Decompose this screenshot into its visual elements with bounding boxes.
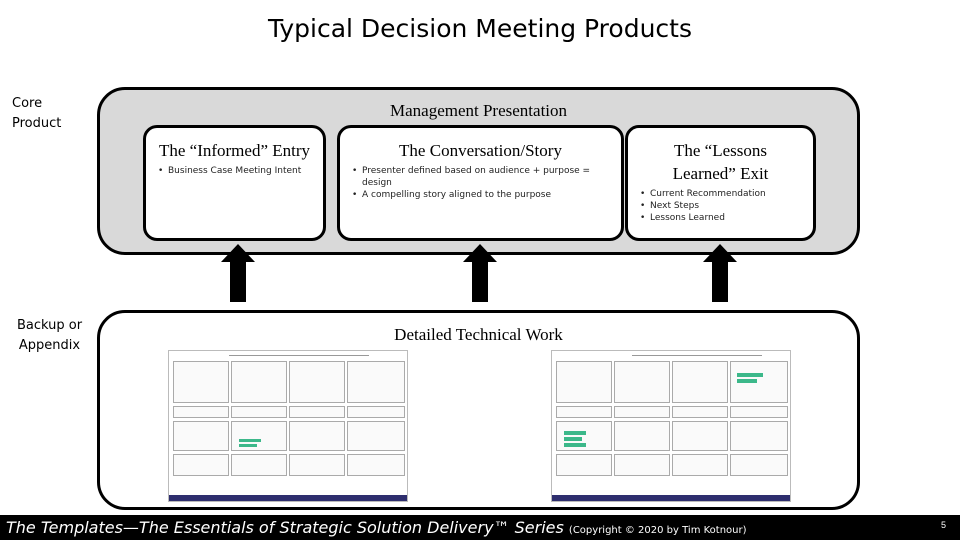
footer-series-title: The Templates—The Essentials of Strategi… xyxy=(6,518,747,537)
footer-copyright: (Copyright © 2020 by Tim Kotnour) xyxy=(568,525,747,536)
thumbnail-footer-bar xyxy=(552,495,790,501)
lessons-learned-exit-bullets: Current Recommendation Next Steps Lesson… xyxy=(628,188,813,224)
up-arrow-icon xyxy=(221,244,255,302)
informed-entry-card: The “Informed” Entry Business Case Meeti… xyxy=(143,125,326,241)
core-product-label: Core Product xyxy=(12,96,62,131)
bullet: Next Steps xyxy=(640,200,805,212)
bullet: Presenter defined based on audience + pu… xyxy=(352,165,613,189)
up-arrow-icon xyxy=(703,244,737,302)
bullet: Business Case Meeting Intent xyxy=(158,165,315,177)
informed-entry-bullets: Business Case Meeting Intent xyxy=(146,165,323,177)
conversation-story-card: The Conversation/Story Presenter defined… xyxy=(337,125,624,241)
informed-entry-title: The “Informed” Entry xyxy=(158,141,311,160)
bullet: Lessons Learned xyxy=(640,212,805,224)
backup-appendix-label: Backup or Appendix xyxy=(16,318,83,353)
conversation-story-title: The Conversation/Story xyxy=(399,141,562,160)
page-number: 5 xyxy=(940,520,946,530)
footer-series-text: The Templates—The Essentials of Strategi… xyxy=(6,518,564,537)
management-presentation-heading: Management Presentation xyxy=(389,101,568,120)
thumbnail-footer-bar xyxy=(169,495,407,501)
up-arrow-icon xyxy=(463,244,497,302)
conversation-story-bullets: Presenter defined based on audience + pu… xyxy=(340,165,621,201)
lessons-learned-exit-title: The “Lessons Learned” Exit xyxy=(672,141,769,183)
lessons-learned-exit-card: The “Lessons Learned” Exit Current Recom… xyxy=(625,125,816,241)
template-thumbnail-right xyxy=(551,350,791,502)
detailed-technical-work-heading: Detailed Technical Work xyxy=(394,325,563,344)
footer-bar xyxy=(0,515,960,540)
bullet: Current Recommendation xyxy=(640,188,805,200)
bullet: A compelling story aligned to the purpos… xyxy=(352,189,613,201)
template-thumbnail-left xyxy=(168,350,408,502)
slide-title: Typical Decision Meeting Products xyxy=(267,14,692,43)
